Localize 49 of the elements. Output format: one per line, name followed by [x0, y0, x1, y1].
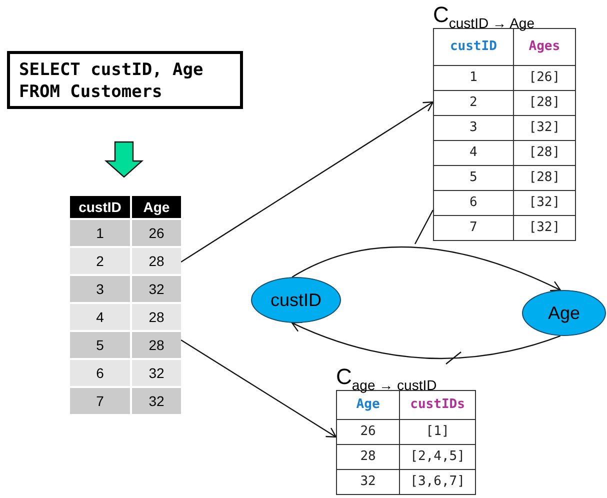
table-cell: 2 — [70, 248, 130, 274]
query-box: SELECT custID, Age FROM Customers — [7, 51, 243, 109]
table-cell: 32 — [337, 469, 400, 494]
table-cell: 3 — [434, 115, 513, 140]
header-cell: custIDs — [399, 391, 475, 419]
table-cell: 28 — [132, 332, 181, 358]
arrow — [180, 101, 434, 262]
table-cell: 1 — [434, 65, 513, 90]
table-cell: 28 — [132, 248, 181, 274]
table-cell: 28 — [132, 304, 181, 330]
table-cell: 26 — [132, 220, 181, 246]
leader-line — [446, 352, 462, 364]
arrow — [180, 340, 337, 438]
table-cell: [28] — [512, 165, 575, 190]
table-cell: [28] — [512, 90, 575, 115]
table-cell: 32 — [132, 360, 181, 386]
table-cell: 6 — [70, 360, 130, 386]
table-cell: [28] — [512, 140, 575, 165]
table-cell: 2 — [434, 90, 513, 115]
attribute-ellipse: custID — [251, 277, 341, 323]
table-cell: 26 — [337, 419, 400, 444]
table-cell: [1] — [399, 419, 475, 444]
table-cell: [3,6,7] — [399, 469, 475, 494]
table-cell: 4 — [70, 304, 130, 330]
table-cell: 32 — [132, 276, 181, 302]
table-cell: 32 — [132, 388, 181, 414]
table-cell: 4 — [434, 140, 513, 165]
table-cell: 6 — [434, 190, 513, 215]
arrow — [291, 321, 561, 359]
table-cell: 3 — [70, 276, 130, 302]
header-cell-text: Age — [355, 396, 381, 414]
table-cell: [26] — [512, 65, 575, 90]
table-cell: [32] — [512, 190, 575, 215]
arrow — [292, 246, 561, 292]
table-cell: 5 — [70, 332, 130, 358]
block-arrow — [104, 141, 144, 178]
table-cell: 28 — [337, 444, 400, 469]
attribute-ellipse: Age — [522, 290, 606, 336]
table-cell: 1 — [70, 220, 130, 246]
table-cell: [32] — [512, 215, 575, 240]
header-cell: Age — [132, 196, 181, 218]
table-cell: 5 — [434, 165, 513, 190]
table-cell: [2,4,5] — [399, 444, 475, 469]
table-cell: 7 — [434, 215, 513, 240]
header-cell: custID — [70, 196, 130, 218]
header-cell-text: custID — [448, 38, 498, 56]
table-cell: [32] — [512, 115, 575, 140]
leader-line — [414, 210, 434, 244]
table-cell: 7 — [70, 388, 130, 414]
